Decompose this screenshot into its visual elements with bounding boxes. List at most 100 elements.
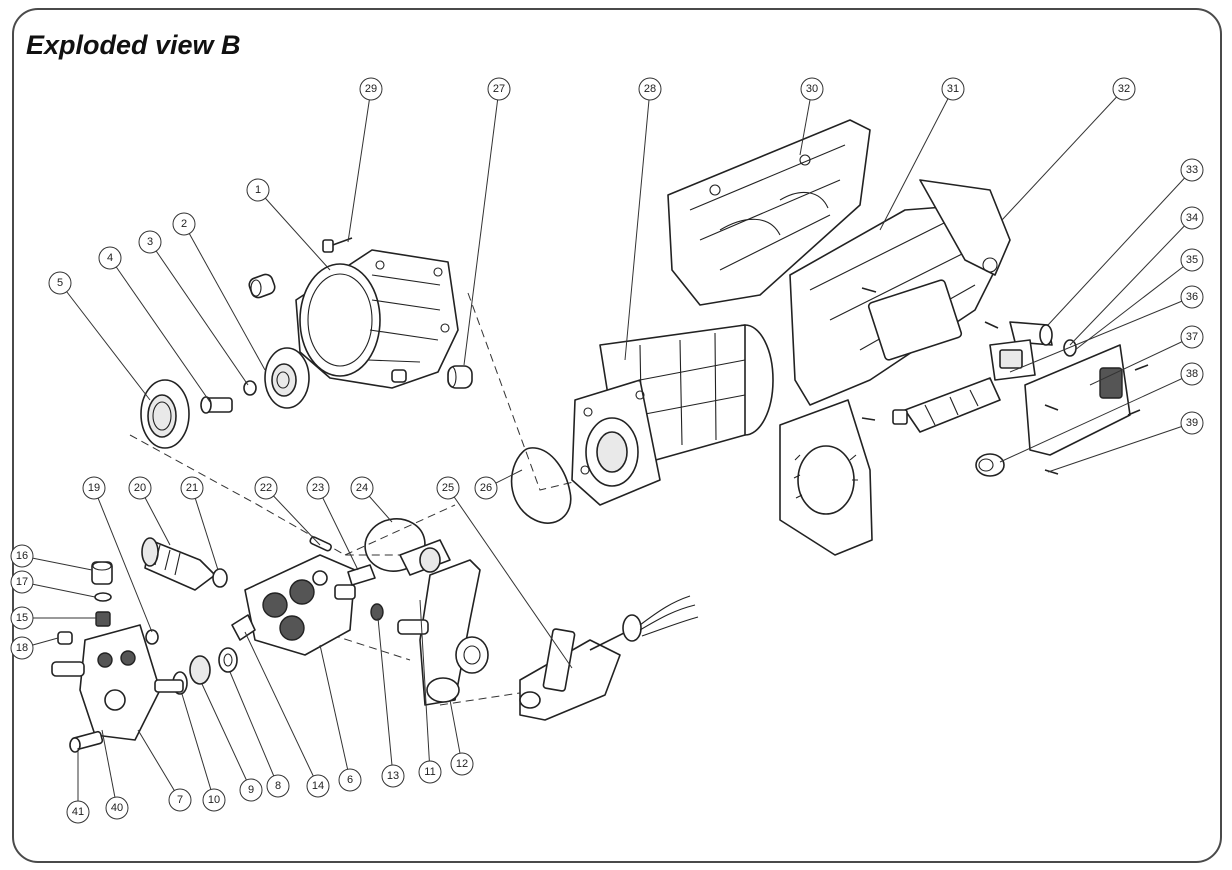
callout-number: 28 bbox=[644, 83, 656, 95]
wobble-plate bbox=[264, 347, 310, 409]
callout-29: 29 bbox=[359, 77, 383, 101]
callout-36: 36 bbox=[1180, 285, 1204, 309]
callout-4: 4 bbox=[98, 246, 122, 270]
unloader-valve-body bbox=[397, 559, 489, 706]
callout-21: 21 bbox=[180, 476, 204, 500]
valve-spring-23 bbox=[347, 564, 376, 586]
callout-number: 11 bbox=[424, 766, 435, 778]
callout-bubble bbox=[172, 212, 196, 236]
callout-leader-29 bbox=[347, 88, 372, 243]
callout-bubble bbox=[138, 230, 162, 254]
callout-number: 30 bbox=[806, 83, 818, 95]
callout-leader-33 bbox=[1047, 169, 1193, 326]
callout-leader-4 bbox=[109, 257, 211, 403]
housing-lower-half bbox=[789, 179, 1011, 406]
callout-number: 10 bbox=[208, 794, 220, 806]
callout-bubble bbox=[418, 760, 442, 784]
callout-16: 16 bbox=[10, 544, 34, 568]
callout-11: 11 bbox=[418, 760, 442, 784]
outlet-manifold bbox=[51, 624, 184, 741]
callout-number: 36 bbox=[1186, 291, 1198, 303]
callout-bubble bbox=[98, 246, 122, 270]
callout-number: 17 bbox=[16, 576, 28, 588]
callout-leader-17 bbox=[21, 581, 96, 598]
callout-leader-32 bbox=[1001, 88, 1125, 221]
callout-number: 1 bbox=[255, 184, 261, 196]
callout-bubble bbox=[1112, 77, 1136, 101]
callout-number: 24 bbox=[356, 482, 368, 494]
spring-15 bbox=[95, 611, 111, 627]
callout-number: 19 bbox=[88, 482, 100, 494]
callout-bubble bbox=[1180, 248, 1204, 272]
piston-packing-9 bbox=[189, 655, 211, 685]
o-ring-large bbox=[510, 447, 572, 524]
callout-number: 2 bbox=[181, 218, 187, 230]
switch-cover-plate bbox=[1024, 344, 1131, 456]
callout-bubble bbox=[338, 768, 362, 792]
piston-shaft bbox=[141, 537, 216, 591]
callout-bubble bbox=[381, 764, 405, 788]
callout-bubble bbox=[450, 752, 474, 776]
callout-12: 12 bbox=[450, 752, 474, 776]
callout-number: 38 bbox=[1186, 368, 1198, 380]
callout-bubble bbox=[266, 774, 290, 798]
callout-leader-27 bbox=[463, 88, 500, 366]
callout-9: 9 bbox=[239, 778, 263, 802]
bolt-41 bbox=[69, 730, 104, 753]
callout-number: 4 bbox=[107, 252, 113, 264]
callout-bubble bbox=[1180, 325, 1204, 349]
callout-number: 12 bbox=[456, 758, 468, 770]
callout-41: 41 bbox=[66, 800, 90, 824]
callout-number: 18 bbox=[16, 642, 28, 654]
callout-number: 39 bbox=[1186, 417, 1198, 429]
callout-bubble bbox=[359, 77, 383, 101]
callout-2: 2 bbox=[172, 212, 196, 236]
callout-39: 39 bbox=[1180, 411, 1204, 435]
callout-leader-38 bbox=[999, 373, 1193, 463]
callout-19: 19 bbox=[82, 476, 106, 500]
callout-25: 25 bbox=[436, 476, 460, 500]
check-valve-14 bbox=[231, 614, 256, 641]
switch-knob bbox=[975, 453, 1005, 477]
cap-nut-16 bbox=[91, 561, 113, 585]
callout-7: 7 bbox=[168, 788, 192, 812]
callout-bubble bbox=[48, 271, 72, 295]
callout-bubble bbox=[638, 77, 662, 101]
callout-1: 1 bbox=[246, 178, 270, 202]
power-switch bbox=[989, 339, 1036, 381]
callout-number: 33 bbox=[1186, 164, 1198, 176]
callout-bubble bbox=[168, 788, 192, 812]
callout-bubble bbox=[10, 570, 34, 594]
switch-bracket bbox=[892, 377, 1001, 433]
callout-bubble bbox=[1180, 411, 1204, 435]
bolt bbox=[200, 396, 233, 414]
callout-leader-1 bbox=[257, 189, 331, 271]
callout-number: 9 bbox=[248, 784, 254, 796]
inlet-fitting bbox=[399, 539, 451, 576]
callout-number: 23 bbox=[312, 482, 324, 494]
seal-19 bbox=[145, 629, 159, 645]
callout-leader-21 bbox=[191, 487, 219, 571]
callout-15: 15 bbox=[10, 606, 34, 630]
callout-leader-35 bbox=[1074, 259, 1193, 351]
callout-10: 10 bbox=[202, 788, 226, 812]
callout-bubble bbox=[246, 178, 270, 202]
callout-number: 34 bbox=[1186, 212, 1198, 224]
rear-panel bbox=[779, 399, 873, 556]
callout-bubble bbox=[128, 476, 152, 500]
callout-number: 41 bbox=[72, 806, 84, 818]
callout-number: 5 bbox=[57, 277, 63, 289]
callout-number: 37 bbox=[1186, 331, 1198, 343]
callout-leader-2 bbox=[183, 223, 266, 371]
callout-number: 29 bbox=[365, 83, 377, 95]
callout-leader-9 bbox=[201, 683, 252, 791]
callout-number: 25 bbox=[442, 482, 454, 494]
callout-bubble bbox=[180, 476, 204, 500]
callout-bubble bbox=[10, 544, 34, 568]
callout-leader-36 bbox=[1009, 296, 1193, 373]
callout-leader-13 bbox=[377, 617, 394, 777]
callout-40: 40 bbox=[105, 796, 129, 820]
callout-20: 20 bbox=[128, 476, 152, 500]
callout-leader-37 bbox=[1089, 336, 1193, 386]
o-ring-17 bbox=[94, 592, 112, 602]
